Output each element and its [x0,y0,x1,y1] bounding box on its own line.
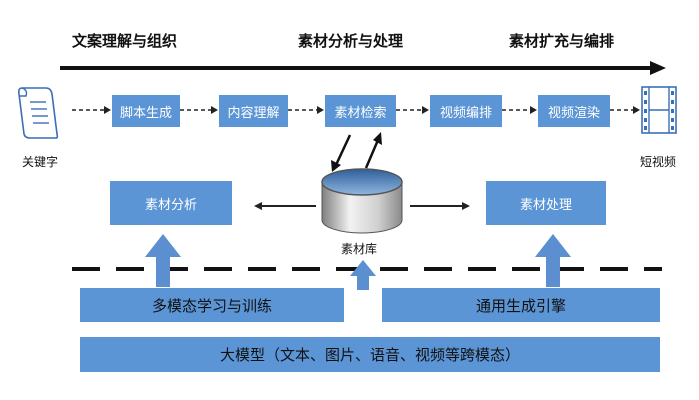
stage-label-analysis: 素材分析与处理 [298,32,404,50]
retrieval-database-arrows [331,132,382,172]
material-processing-box: 素材处理 [486,181,606,225]
pipeline-video-rendering: 视频渲染 [538,95,610,127]
pipeline-material-retrieval: 素材检索 [325,95,396,127]
foundation-model-box: 大模型（文本、图片、语音、视频等跨模态） [80,337,660,372]
pipeline-video-arrangement: 视频编排 [430,95,502,127]
general-generation-engine-box: 通用生成引擎 [382,288,660,322]
document-icon [16,84,60,144]
up-arrow-left [145,234,181,287]
up-arrow-right [535,234,571,287]
database-caption: 素材库 [341,242,378,256]
stage-timeline-arrow [60,61,666,75]
output-caption: 短视频 [640,155,677,169]
input-caption: 关键字 [22,155,59,169]
pipeline-content-understanding: 内容理解 [219,95,288,127]
material-analysis-box: 素材分析 [110,181,232,225]
pipeline-arrows [72,106,640,114]
stage-label-expansion: 素材扩充与编排 [509,32,615,50]
film-strip-icon [641,86,677,138]
multimodal-training-box: 多模态学习与训练 [80,288,344,322]
pipeline-script-generation: 脚本生成 [112,95,180,127]
up-arrow-center [350,260,376,290]
database-side-arrows [254,202,470,210]
database-cylinder-icon [318,166,406,240]
stage-label-understanding: 文案理解与组织 [72,32,178,50]
